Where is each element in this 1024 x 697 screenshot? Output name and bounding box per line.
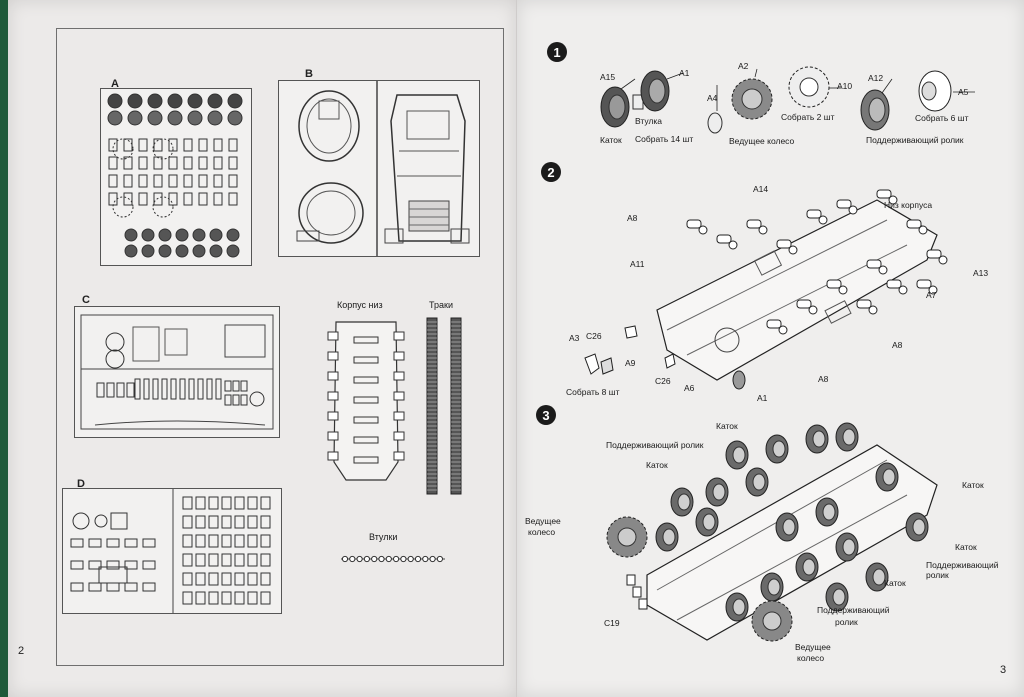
step1-sobrat2: Собрать 2 шт xyxy=(781,112,835,122)
step1-vedushee: Ведущее колесо xyxy=(729,136,795,146)
step2-a3: A3 xyxy=(569,333,580,343)
step3-podderzh-bot-2: ролик xyxy=(835,617,858,627)
step1-a5: A5 xyxy=(958,87,969,97)
left-page-number: 2 xyxy=(18,645,25,657)
step2-a6: A6 xyxy=(684,383,695,393)
step3-vedushee-left-1: Ведущее xyxy=(525,516,561,526)
tracks-label: Траки xyxy=(429,300,453,310)
sprue-b-parts xyxy=(296,81,470,256)
left-page: A B C xyxy=(8,0,517,697)
sprue-c-letter: C xyxy=(82,294,90,306)
step3-podderzh-top: Поддерживающий ролик xyxy=(606,440,704,450)
step1-sobrat14: Собрать 14 шт xyxy=(635,134,694,144)
step3-podderzh-r-2: ролик xyxy=(926,570,949,580)
hull-bottom-label: Корпус низ xyxy=(337,300,383,310)
step1-a1: A1 xyxy=(679,68,690,78)
left-page-frame xyxy=(56,28,504,666)
sprue-b-letter: B xyxy=(305,68,313,80)
step2-a8-mid: A8 xyxy=(892,340,903,350)
step3-vedushee-left-2: колесо xyxy=(528,527,556,537)
step1-sobrat6: Собрать 6 шт xyxy=(915,113,969,123)
step2-a1: A1 xyxy=(757,393,768,403)
step3-katok-right: Каток xyxy=(962,480,984,490)
step3-katok-r2: Каток xyxy=(955,542,977,552)
tracks-drawing xyxy=(426,317,462,495)
sprue-c-parts xyxy=(80,314,274,430)
step2-a8-top: A8 xyxy=(627,213,638,223)
step-3-assembly-drawing xyxy=(606,422,938,642)
step3-c19: C19 xyxy=(604,618,620,628)
step1-a2: A2 xyxy=(738,61,749,71)
hull-bottom-drawing xyxy=(327,321,405,481)
step1-katok: Каток xyxy=(600,135,622,145)
step3-vedushee-bot-1: Ведущее xyxy=(795,642,831,652)
step3-katok-left: Каток xyxy=(646,460,668,470)
sprue-c xyxy=(74,306,280,438)
step2-a11: A11 xyxy=(630,259,645,269)
step3-katok-top: Каток xyxy=(716,421,738,431)
bushings-drawing xyxy=(341,555,445,563)
step1-a4: A4 xyxy=(707,93,718,103)
step-2-badge: 2 xyxy=(541,162,561,182)
step3-vedushee-bot-2: колесо xyxy=(797,653,825,663)
step1-a10: A10 xyxy=(837,81,853,91)
step2-c26-a: C26 xyxy=(586,331,602,341)
step3-podderzh-bot-1: Поддерживающий xyxy=(817,605,890,615)
step3-podderzh-r-1: Поддерживающий xyxy=(926,560,999,570)
bushings-label: Втулки xyxy=(369,532,398,542)
step3-katok-mid: Каток xyxy=(884,578,906,588)
step1-a12: A12 xyxy=(868,73,884,83)
sprue-d xyxy=(62,488,282,614)
sprue-d-letter: D xyxy=(77,478,85,490)
right-page-number: 3 xyxy=(1000,664,1007,676)
step-3-badge: 3 xyxy=(536,405,556,425)
sprue-a-letter: A xyxy=(111,78,119,90)
step2-a13: A13 xyxy=(973,268,989,278)
sprue-a-parts xyxy=(107,93,243,258)
step1-vtulka: Втулка xyxy=(635,116,663,126)
step2-a9: A9 xyxy=(625,358,636,368)
step1-podderzh: Поддерживающий ролик xyxy=(866,135,964,145)
right-page: 1 A15 A1 Каток Втулка Собрать 14 шт A2 xyxy=(517,0,1024,697)
step-1-drawing xyxy=(600,66,975,134)
step2-a7: A7 xyxy=(926,290,937,300)
step2-sobrat8: Собрать 8 шт xyxy=(566,387,620,397)
sprue-d-parts xyxy=(70,489,271,613)
step-1-badge: 1 xyxy=(547,42,567,62)
step-2-small-parts xyxy=(584,325,676,375)
sprue-a xyxy=(100,88,252,266)
step1-a15: A15 xyxy=(600,72,616,82)
step2-niz-korpusa: Низ корпуса xyxy=(884,200,933,210)
sprue-b xyxy=(278,80,480,257)
step2-a8-low: A8 xyxy=(818,374,829,384)
step2-a14: A14 xyxy=(753,184,769,194)
step-2-hull-drawing xyxy=(656,189,948,390)
step2-c26-b: C26 xyxy=(655,376,671,386)
